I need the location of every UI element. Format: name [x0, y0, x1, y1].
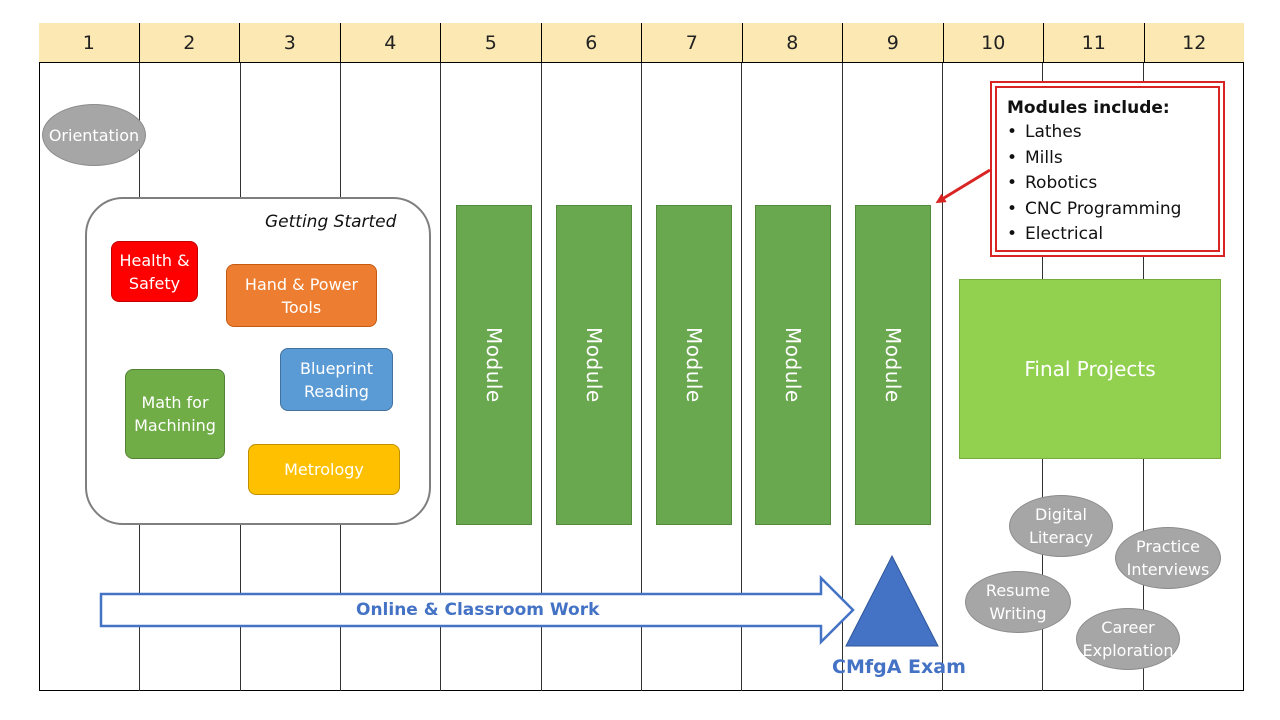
list-item: Electrical [1007, 222, 1208, 248]
orientation-oval: Orientation [42, 104, 146, 166]
week-5: 5 [441, 23, 542, 62]
career-exploration-oval: Career Exploration [1076, 608, 1180, 670]
exam-triangle [845, 554, 939, 647]
module-block: Module [456, 205, 532, 525]
online-classroom-arrow [99, 574, 855, 646]
module-label: Module [781, 327, 805, 403]
column-divider [440, 63, 441, 691]
week-7: 7 [642, 23, 743, 62]
math-for-machining-box: Math for Machining [125, 369, 225, 459]
module-block: Module [556, 205, 632, 525]
final-projects-box: Final Projects [959, 279, 1221, 459]
week-6: 6 [542, 23, 642, 62]
module-block: Module [855, 205, 931, 525]
modules-callout-title: Modules include: [1007, 98, 1170, 118]
week-1: 1 [39, 23, 140, 62]
week-3: 3 [240, 23, 341, 62]
column-divider [541, 63, 542, 691]
resume-writing-oval: Resume Writing [965, 571, 1071, 633]
list-item: Lathes [1007, 120, 1208, 146]
getting-started-title: Getting Started [265, 212, 397, 232]
week-12: 12 [1182, 31, 1207, 54]
column-divider [641, 63, 642, 691]
module-block: Module [755, 205, 831, 525]
list-item: CNC Programming [1007, 197, 1208, 223]
modules-list: Lathes Mills Robotics CNC Programming El… [1007, 120, 1208, 248]
module-label: Module [682, 327, 706, 403]
week-10: 10 [944, 23, 1044, 62]
exam-label: CMfgA Exam [832, 656, 966, 678]
metrology-box: Metrology [248, 444, 400, 495]
week-11: 11 [1044, 23, 1145, 62]
digital-literacy-oval: Digital Literacy [1009, 495, 1113, 557]
week-header: 1 2 3 4 5 6 7 8 9 10 11 12 [39, 23, 1244, 63]
week-8: 8 [743, 23, 843, 62]
modules-callout-inner: Modules include: Lathes Mills Robotics C… [995, 86, 1220, 252]
online-classroom-label: Online & Classroom Work [356, 600, 600, 620]
week-2: 2 [140, 23, 240, 62]
health-safety-box: Health & Safety [111, 241, 198, 302]
modules-callout: Modules include: Lathes Mills Robotics C… [990, 81, 1225, 257]
module-label: Module [881, 327, 905, 403]
module-label: Module [482, 327, 506, 403]
hand-power-tools-box: Hand & Power Tools [226, 264, 377, 327]
module-block: Module [656, 205, 732, 525]
practice-interviews-oval: Practice Interviews [1115, 527, 1221, 589]
week-9: 9 [843, 23, 944, 62]
week-4: 4 [341, 23, 441, 62]
callout-arrow [935, 168, 991, 204]
blueprint-reading-box: Blueprint Reading [280, 348, 393, 411]
column-divider [842, 63, 843, 691]
list-item: Robotics [1007, 171, 1208, 197]
column-divider [942, 63, 943, 691]
module-label: Module [582, 327, 606, 403]
column-divider [741, 63, 742, 691]
list-item: Mills [1007, 146, 1208, 172]
